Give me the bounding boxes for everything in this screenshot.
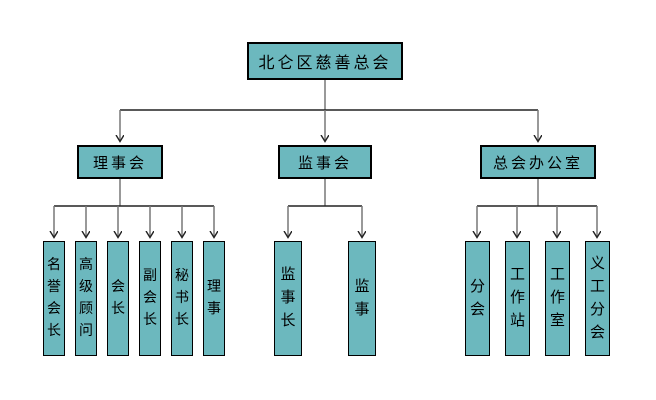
- org-node-secretary-general: 秘书长: [171, 241, 193, 356]
- org-node-supervisor: 监事: [348, 241, 376, 356]
- org-node-council-label: 理事会: [92, 155, 147, 172]
- org-node-root-label: 北仑区慈善总会: [258, 55, 392, 72]
- org-node-vice-president: 副会长: [139, 241, 161, 356]
- org-node-branch: 分会: [465, 241, 490, 356]
- org-node-president: 会长: [107, 241, 129, 356]
- org-node-senior-advisor: 高级顾问: [75, 241, 97, 356]
- org-node-council: 理事会: [77, 145, 163, 179]
- org-node-chief-supervisor: 监事长: [274, 241, 302, 356]
- org-node-director: 理事: [203, 241, 225, 356]
- org-node-volunteer-branch: 义工分会: [585, 241, 610, 356]
- org-node-office: 总会办公室: [480, 145, 596, 179]
- org-node-supervisory-board-label: 监事会: [297, 155, 352, 172]
- org-node-root: 北仑区慈善总会: [247, 42, 403, 80]
- org-node-studio: 工作室: [545, 241, 570, 356]
- org-node-honorary-president: 名誉会长: [43, 241, 65, 356]
- org-node-supervisory-board: 监事会: [278, 145, 372, 179]
- org-node-office-label: 总会办公室: [492, 155, 583, 172]
- org-node-work-station: 工作站: [505, 241, 530, 356]
